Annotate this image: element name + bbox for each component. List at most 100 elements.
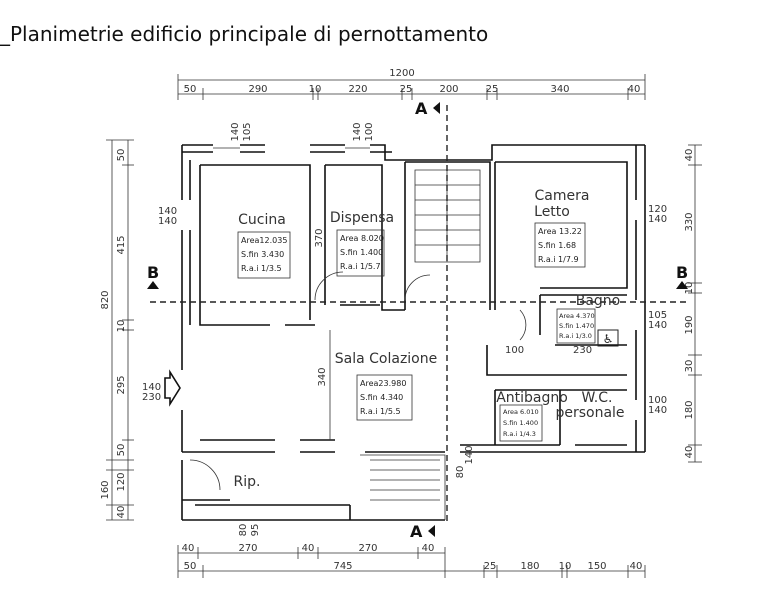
dim-bottom-outer-6: 150 (587, 561, 606, 572)
dim-right-6: 180 (684, 400, 695, 419)
room-cucina: Cucina Area12.035 S.fin 3.430 R.a.i 1/3.… (237, 212, 291, 279)
section-markers: A A B B (147, 99, 688, 541)
room-name: Dispensa (330, 210, 394, 226)
dim-bottom-outer-3: 25 (484, 561, 497, 572)
top-dimensions: 1200 50 290 10 220 25 200 25 340 40 (177, 68, 646, 100)
section-b-left: B (147, 263, 159, 282)
dim-left-7: 160 (100, 480, 111, 499)
room-info-line: R.a.i 1/3.5 (241, 264, 282, 273)
open-bagno-inner-a: 100 (505, 345, 524, 356)
dim-left-8: 40 (116, 506, 127, 519)
dim-bottom-outer-2: 745 (333, 561, 352, 572)
open-rip-b: 95 (250, 524, 261, 537)
room-info-line: Area 8.020 (340, 234, 384, 243)
dim-right-3: 10 (684, 282, 695, 295)
wheelchair-icon: ♿ (597, 329, 619, 347)
room-info-line: S.fin 1.470 (559, 322, 594, 330)
room-sala-colazione: Sala Colazione Area23.980 S.fin 4.340 R.… (335, 351, 437, 421)
dim-right-7: 40 (684, 446, 695, 459)
section-lines (150, 105, 690, 525)
open-camera-right-a: 120 (648, 204, 667, 215)
open-cucina-top-a: 105 (242, 122, 253, 141)
room-info-line: S.fin 1.68 (538, 241, 576, 250)
dim-left-1: 50 (116, 149, 127, 162)
room-info-line: Area23.980 (360, 379, 406, 388)
dim-top-4: 220 (348, 84, 367, 95)
room-name: Rip. (234, 474, 261, 490)
room-ripostiglio: Rip. (234, 474, 261, 490)
left-dimensions: 820 50 415 10 295 50 120 160 40 (100, 139, 134, 521)
room-antibagno: Antibagno Area 6.010 S.fin 1.400 R.a.i 1… (496, 390, 568, 442)
room-dispensa: Dispensa Area 8.020 S.fin 1.400 R.a.i 1/… (330, 210, 394, 277)
open-cucina-left-a: 140 (158, 206, 177, 217)
dim-right-5: 30 (684, 360, 695, 373)
opening-labels: 105 140 100 140 140 140 140 230 120 140 … (142, 122, 667, 536)
walls (181, 144, 646, 521)
svg-text:♿: ♿ (603, 332, 614, 346)
open-cucina-top-b: 140 (230, 122, 241, 141)
room-info-line: R.a.i 1/5.5 (360, 407, 401, 416)
open-stair-a: 80 (455, 466, 466, 479)
dim-right-1: 40 (684, 149, 695, 162)
room-name-2: personale (555, 405, 624, 421)
dim-top-3: 10 (309, 84, 322, 95)
room-info-line: R.a.i 1/4.3 (503, 430, 536, 438)
open-entrance-b: 230 (142, 392, 161, 403)
dim-bottom-inner-4: 270 (358, 543, 377, 554)
room-info-line: S.fin 3.430 (241, 250, 284, 259)
open-camera-right-b: 140 (648, 214, 667, 225)
dim-left-6: 120 (116, 472, 127, 491)
dim-left-5: 50 (116, 444, 127, 457)
room-name: Camera (535, 188, 590, 204)
room-info-line: S.fin 1.400 (503, 419, 538, 427)
dim-bottom-outer-5: 10 (559, 561, 572, 572)
section-b-right-arrow-icon (676, 281, 688, 289)
dim-bottom-inner-1: 40 (182, 543, 195, 554)
bottom-dimensions: 40 270 40 270 40 50 745 25 180 10 150 40 (177, 543, 646, 578)
room-info-line: R.a.i 1/7.9 (538, 255, 579, 264)
dim-left-4: 295 (116, 375, 127, 394)
open-sala-inner: 340 (317, 367, 328, 386)
section-b-left-arrow-icon (147, 281, 159, 289)
dim-bottom-inner-5: 40 (422, 543, 435, 554)
open-rip-a: 80 (238, 524, 249, 537)
dim-top-2: 290 (248, 84, 267, 95)
open-bagno-right-b: 140 (648, 320, 667, 331)
open-wc-right-b: 140 (648, 405, 667, 416)
room-info-line: Area 13.22 (538, 227, 582, 236)
open-cucina-left-b: 140 (158, 216, 177, 227)
room-name-2: Letto (534, 204, 570, 220)
dim-right-4: 190 (684, 315, 695, 334)
room-wc-personale: W.C. personale (555, 390, 624, 421)
room-info-line: S.fin 4.340 (360, 393, 403, 402)
dim-top-total: 1200 (389, 68, 414, 79)
section-b-right: B (676, 263, 688, 282)
dim-left-2: 415 (116, 235, 127, 254)
room-name: Sala Colazione (335, 351, 437, 367)
dim-bottom-outer-4: 180 (520, 561, 539, 572)
dim-left-3: 10 (116, 320, 127, 333)
room-name: W.C. (582, 390, 613, 406)
dim-top-5: 25 (400, 84, 413, 95)
open-dispensa-inner: 370 (314, 228, 325, 247)
dim-bottom-inner-3: 40 (302, 543, 315, 554)
dim-bottom-outer-1: 50 (184, 561, 197, 572)
room-bagno: Bagno Area 4.370 S.fin 1.470 R.a.i 1/3.0 (556, 293, 620, 344)
open-bagno-inner-b: 230 (573, 345, 592, 356)
section-a-top-arrow-icon (433, 102, 440, 114)
section-a-bottom-arrow-icon (428, 525, 435, 537)
section-a-top: A (415, 99, 428, 118)
room-name: Cucina (238, 212, 286, 228)
page-title: _Planimetrie edificio principale di pern… (0, 22, 489, 46)
room-info-line: R.a.i 1/3.0 (559, 332, 592, 340)
dim-bottom-inner-2: 270 (238, 543, 257, 554)
room-info-line: Area 4.370 (559, 312, 595, 320)
dim-top-6: 200 (439, 84, 458, 95)
room-info-line: R.a.i 1/5.7 (340, 262, 381, 271)
dim-left-total: 820 (100, 290, 111, 309)
room-camera-letto: Camera Letto Area 13.22 S.fin 1.68 R.a.i… (534, 188, 590, 268)
right-dimensions: 40 330 10 190 30 180 40 (684, 144, 702, 463)
dim-bottom-outer-7: 40 (630, 561, 643, 572)
room-info-line: S.fin 1.400 (340, 248, 383, 257)
